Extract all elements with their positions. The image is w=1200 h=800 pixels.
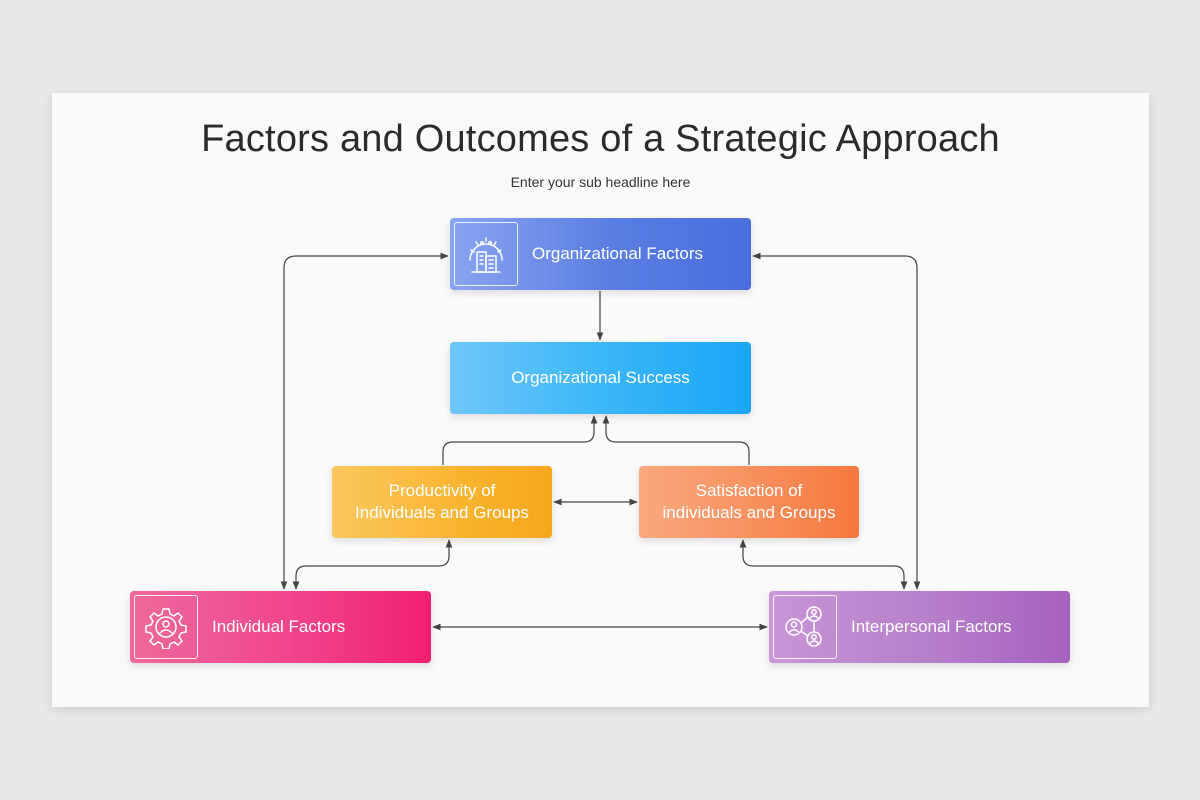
satisfaction-label: Satisfaction of individuals and Groups: [662, 481, 836, 522]
interpersonal-factors-label: Interpersonal Factors: [851, 617, 1012, 636]
organizational-success-label: Organizational Success: [511, 368, 690, 387]
connector-interpersonal-org: [752, 252, 921, 590]
connector-individual-productivity: [292, 539, 453, 590]
connector-satisfaction-to-success: [602, 415, 750, 465]
connector-individual-org: [280, 252, 449, 590]
node-organizational-factors[interactable]: Organizational Factors: [450, 218, 751, 290]
connector-productivity-to-success: [442, 415, 598, 465]
node-interpersonal-factors[interactable]: Interpersonal Factors: [769, 591, 1070, 663]
people-network-icon: [773, 595, 837, 659]
node-organizational-success[interactable]: Organizational Success: [450, 342, 751, 414]
page-subtitle: Enter your sub headline here: [510, 174, 691, 190]
person-gear-icon: [134, 595, 198, 659]
node-individual-factors[interactable]: Individual Factors: [130, 591, 431, 663]
node-satisfaction[interactable]: Satisfaction of individuals and Groups: [639, 466, 859, 538]
building-gear-icon: [454, 222, 518, 286]
individual-factors-label: Individual Factors: [212, 617, 346, 636]
node-productivity[interactable]: Productivity of Individuals and Groups: [332, 466, 552, 538]
connector-interpersonal-satisfaction: [739, 539, 908, 590]
page-title: Factors and Outcomes of a Strategic Appr…: [201, 118, 1000, 160]
productivity-label: Productivity of Individuals and Groups: [355, 481, 529, 522]
organizational-factors-label: Organizational Factors: [532, 244, 704, 263]
